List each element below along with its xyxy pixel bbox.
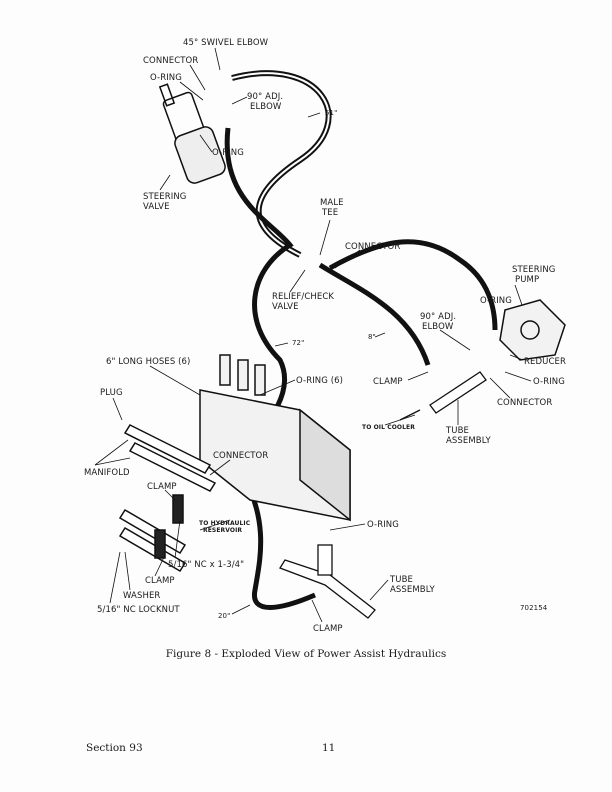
steering-pump [499,299,566,361]
label-to-oil-cooler: TO OIL COOLER [362,424,415,431]
label-adj-elbow: 90° ADJ. [247,92,284,102]
label-clamp: CLAMP [145,576,175,586]
hose-pump [328,239,498,331]
leader-lines [94,47,532,623]
tube-assembly-upper [399,371,487,421]
label-tube-assembly: ASSEMBLY [390,585,435,595]
label-clamp: CLAMP [373,377,403,387]
label-steering-valve: STEERING [143,192,187,202]
label-hose-length: 72" [292,339,305,347]
label-hose-length: 51" [325,109,338,117]
label-adj-elbow: 90° ADJ. [420,312,457,322]
label-tube-assembly: TUBE [446,426,470,436]
label-connector: CONNECTOR [345,242,401,252]
label-adj-elbow: ELBOW [250,102,282,112]
label-steering-pump: STEERING [512,265,556,275]
label-steering-pump: PUMP [515,275,540,285]
page-number: 11 [322,742,336,754]
label-tube-assembly: ASSEMBLY [446,436,491,446]
label-adj-elbow: ELBOW [422,322,454,332]
label-connector: CONNECTOR [143,56,199,66]
label-locknut: 5/16" NC LOCKNUT [97,605,180,615]
label-bolt: 5/16" NC x 1-3/4" [168,560,245,570]
label-clamp: CLAMP [313,624,343,634]
label-o-ring: O-RING [150,73,182,83]
label-washer: WASHER [123,591,161,601]
control-valve-bank [199,354,351,522]
hose-8 [318,262,431,366]
label-male-tee: MALE [320,198,344,208]
label-tube-assembly: TUBE [390,575,414,585]
label-to-reservoir: TO HYDRAULIC [199,520,251,527]
label-hose-length: 20" [218,612,231,620]
label-relief-valve: VALVE [272,302,299,312]
manifold [118,424,217,573]
label-connector: CONNECTOR [497,398,553,408]
hose-20 [237,468,316,610]
label-reducer: REDUCER [524,357,566,367]
tube-assembly-lower [279,544,376,619]
label-swivel-elbow: 45° SWIVEL ELBOW [183,38,269,48]
steering-valve [158,83,226,184]
label-manifold: MANIFOLD [84,468,130,478]
label-o-ring: O-RING [212,148,244,158]
label-hose-length: 8" [368,333,376,341]
figure-caption: Figure 8 - Exploded View of Power Assist… [165,648,447,660]
label-relief-valve: RELIEF/CHECK [272,292,335,302]
label-o-ring: O-RING [480,296,512,306]
label-o-ring: O-RING [533,377,565,387]
footer-section: Section 93 [86,742,143,754]
label-long-hoses: 6" LONG HOSES (6) [106,357,191,367]
label-male-tee: TEE [322,208,339,218]
label-o-ring: O-RING [367,520,399,530]
label-o-ring-6: O-RING (6) [296,376,344,386]
label-plug: PLUG [100,388,123,398]
label-connector: CONNECTOR [213,451,269,461]
label-steering-valve: VALVE [143,202,170,212]
figure-id: 702154 [520,604,548,612]
label-clamp: CLAMP [147,482,177,492]
label-to-reservoir: RESERVOIR [203,527,243,534]
